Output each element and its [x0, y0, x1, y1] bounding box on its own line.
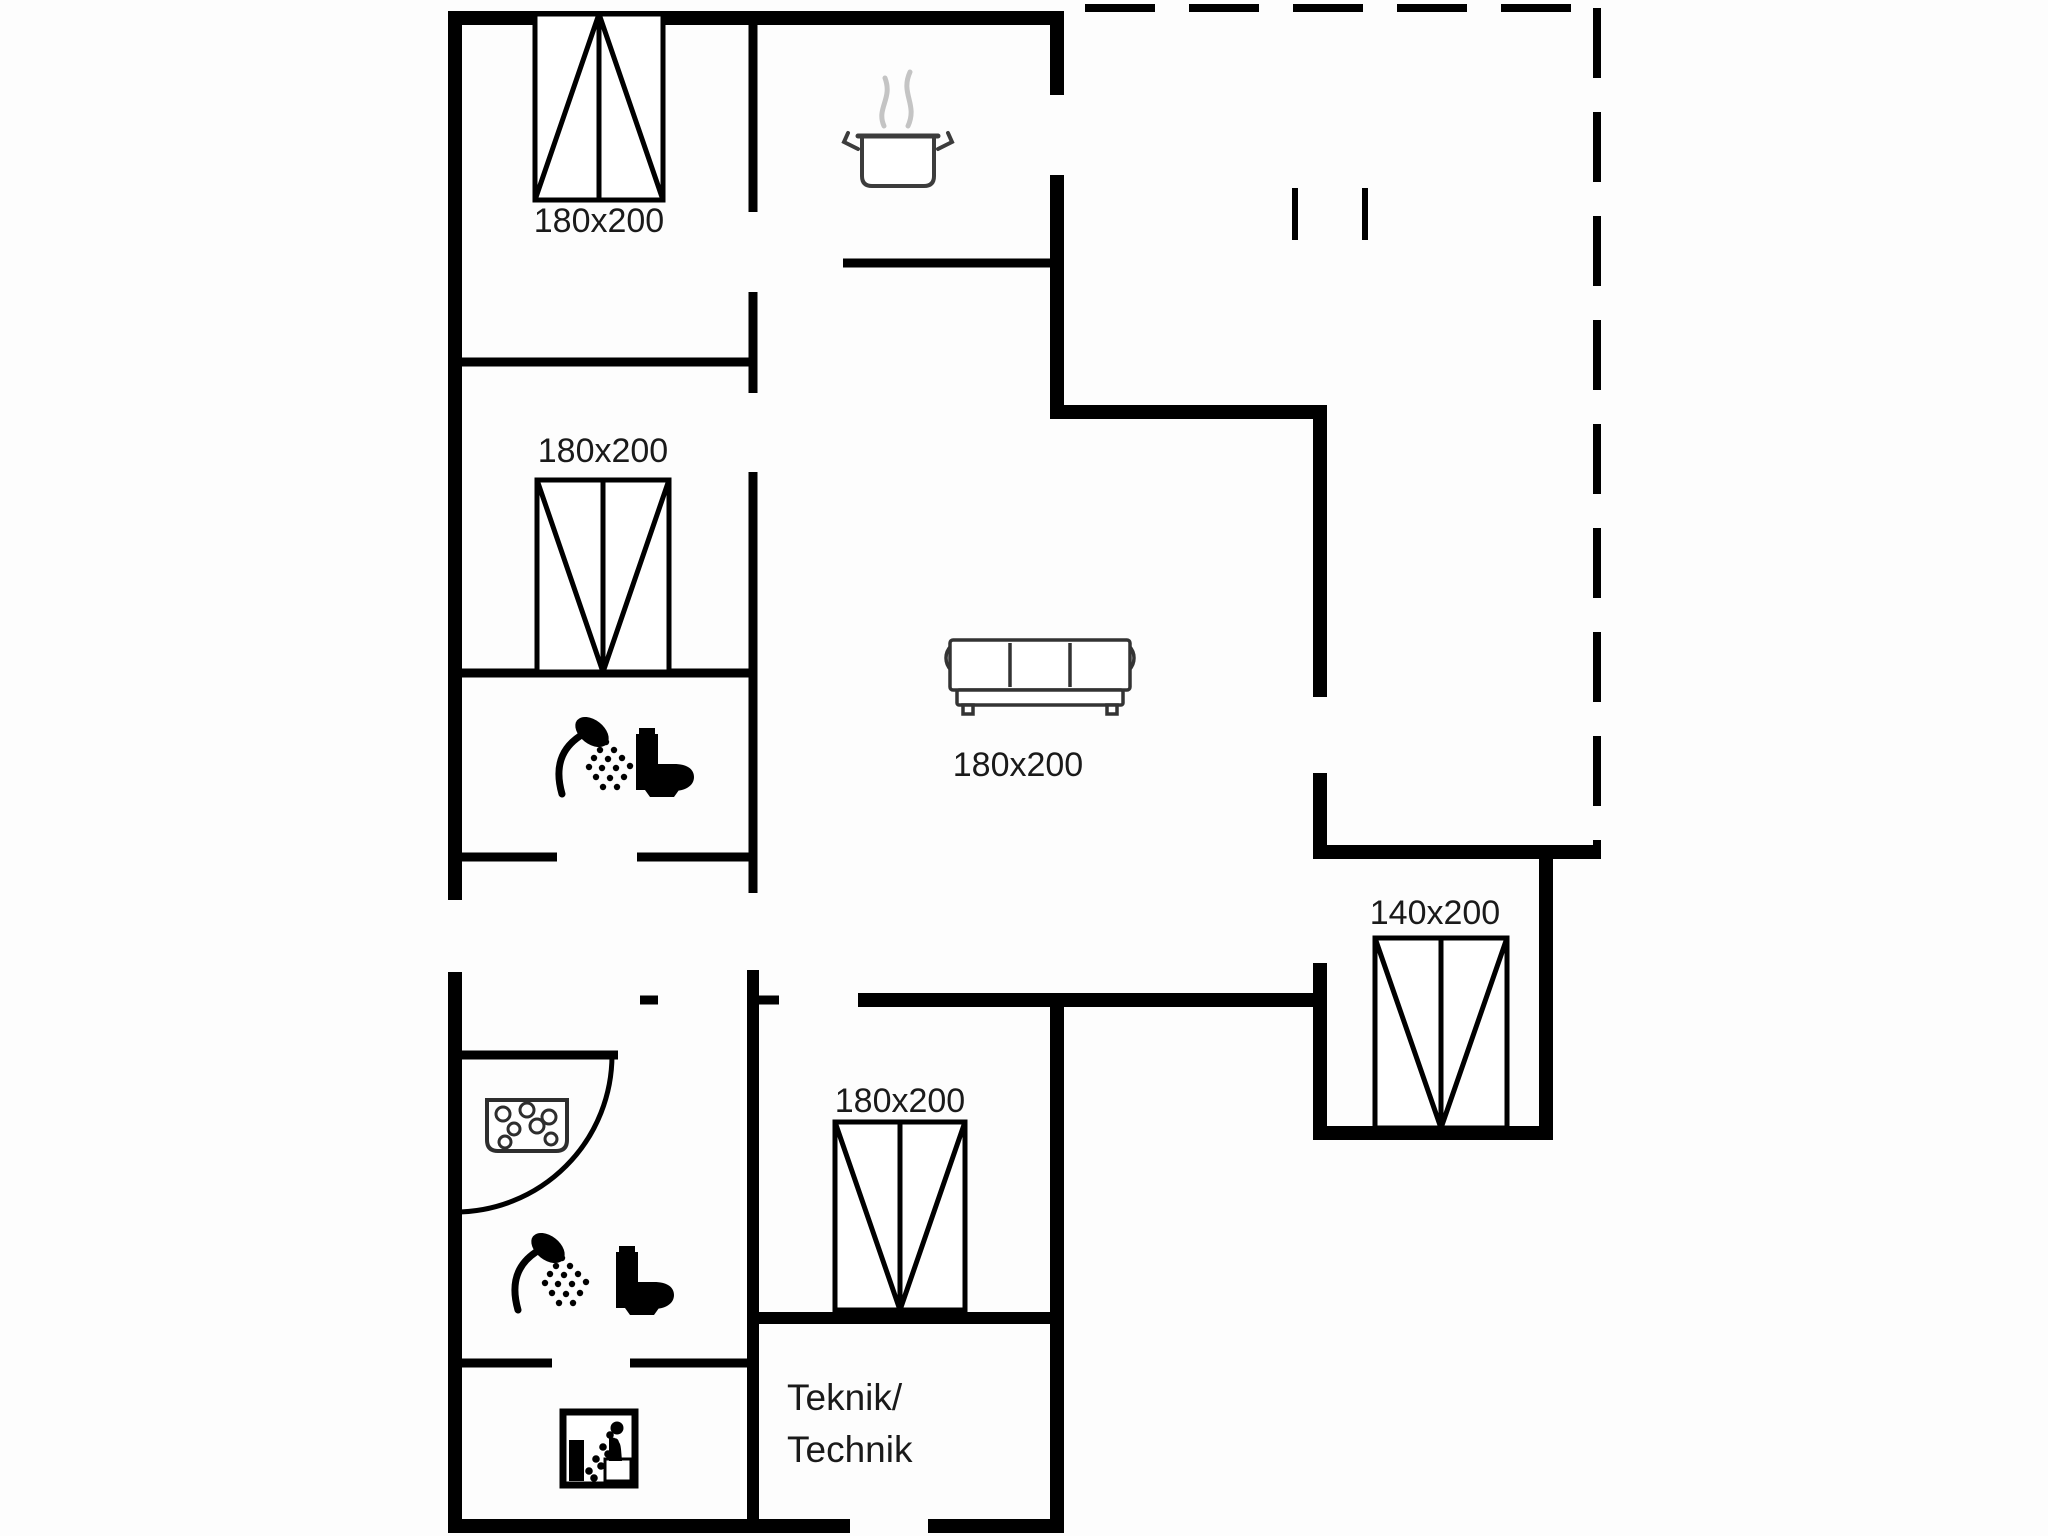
steam-lines	[879, 69, 914, 129]
spa-tub-icon	[485, 1098, 569, 1153]
sauna-icon	[559, 1408, 639, 1489]
bed-top-left	[532, 11, 666, 203]
terrace-door-ticks	[1292, 188, 1368, 240]
bed-label-top-left: 180x200	[534, 202, 664, 240]
technic-room-label: Teknik/ Technik	[787, 1377, 913, 1470]
shower-icon-1	[555, 716, 634, 798]
bed-label-right: 140x200	[1370, 894, 1500, 932]
terrace-dashed-boundary	[1085, 4, 1601, 852]
bed-right	[1372, 935, 1510, 1131]
bed-mid-left	[534, 477, 672, 675]
cooking-pot-icon	[841, 69, 955, 188]
sofa-icon	[944, 638, 1136, 716]
toilet-icon-1	[636, 728, 694, 797]
bed-label-bottom: 180x200	[835, 1082, 965, 1120]
bed-bottom	[832, 1119, 968, 1313]
corner-shower-arc	[454, 1054, 615, 1215]
bed-label-mid-left: 180x200	[538, 432, 668, 470]
toilet-icon-2	[616, 1246, 674, 1315]
walls	[448, 11, 1601, 1533]
technic-label-line2: Technik	[787, 1429, 913, 1470]
sofa-bed-label: 180x200	[953, 746, 1083, 784]
technic-label-line1: Teknik/	[787, 1377, 903, 1418]
shower-icon-2	[511, 1232, 590, 1314]
